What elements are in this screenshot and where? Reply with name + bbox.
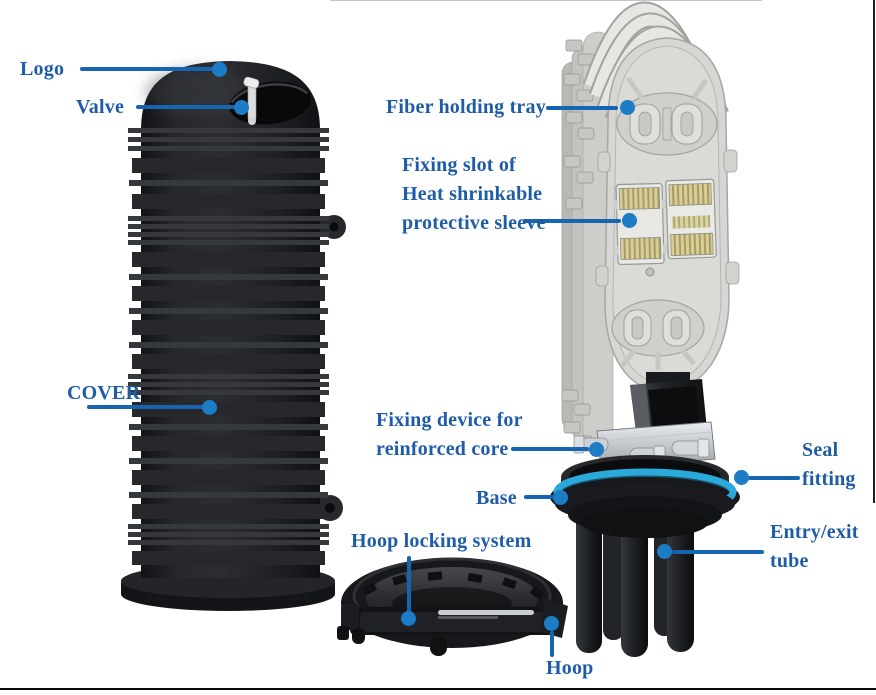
valve-label: Valve (76, 96, 125, 118)
entry-exit-tube-label: Entry/exit tube (770, 521, 859, 572)
cover-graphic (121, 61, 346, 611)
hoop-leader-dot (544, 616, 559, 631)
logo-leader-dot (212, 62, 227, 77)
seal-fitting-label: Seal fitting (802, 439, 856, 490)
base-leader-dot (553, 490, 568, 505)
hoop-graphic (337, 557, 568, 656)
valve-graphic (243, 76, 260, 125)
hoop-segment-notches (362, 571, 545, 600)
hoop-locking-system-label: Hoop locking system (351, 530, 532, 552)
valve-leader-line (136, 105, 236, 109)
fixing-slot-leader-dot (622, 213, 637, 228)
logo-label: Logo (20, 58, 65, 80)
fixing-device-leader-dot (589, 442, 604, 457)
entry-exit-tubes (576, 505, 694, 657)
base-leader-line (524, 495, 554, 499)
cover-rib-rings (128, 128, 329, 545)
entry-exit-leader-line (672, 550, 764, 554)
hoop-leader-line (550, 631, 554, 657)
splice-block-left (612, 182, 668, 266)
base-graphic (550, 455, 740, 657)
top-border-line (330, 0, 762, 1)
fiber-tray-leader-dot (620, 100, 635, 115)
fixing-slot-label: Fixing slot of Heat shrinkable protectiv… (402, 154, 546, 234)
cover-rib-bands (132, 158, 325, 565)
fiber-holding-tray-label: Fiber holding tray (386, 96, 546, 118)
entry-exit-leader-dot (657, 544, 672, 559)
right-border-line (873, 0, 875, 503)
cover-label: COVER (67, 382, 141, 404)
seal-fitting-leader-dot (734, 470, 749, 485)
fiber-tray-leader-line (546, 106, 618, 110)
cover-leader-dot (202, 400, 217, 415)
hoop-locking-leader-dot (401, 611, 416, 626)
tray-side-tabs (595, 149, 740, 287)
fixing-device-leader-line (511, 447, 589, 451)
fiber-guide-upper (616, 76, 718, 156)
fiber-guide-lower (611, 299, 705, 370)
fixing-device-label: Fixing device for reinforced core (376, 409, 523, 460)
valve-leader-dot (234, 100, 249, 115)
base-label: Base (476, 487, 517, 509)
splice-block-right (665, 178, 717, 260)
bottom-border-line (0, 688, 876, 690)
seal-fitting-leader-line (748, 476, 800, 480)
hoop-locking-leader-line (407, 556, 411, 614)
logo-leader-line (80, 67, 216, 71)
fixing-slot-leader-line (523, 219, 621, 223)
tray-stack-graphic (561, 1, 740, 449)
cover-leader-line (87, 405, 204, 409)
hoop-label: Hoop (546, 657, 594, 679)
